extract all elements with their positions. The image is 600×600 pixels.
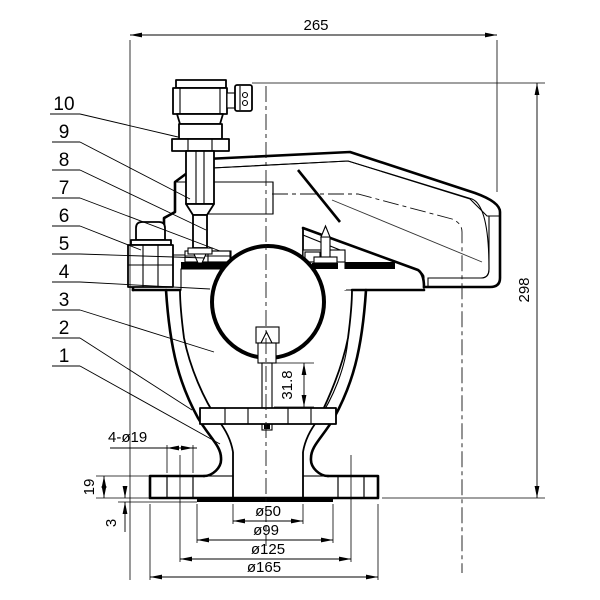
- callout-5: 5: [59, 234, 70, 255]
- outlet-centerline: [272, 193, 463, 573]
- cover-bolt-assembly: [127, 221, 174, 288]
- body-outer-left: [164, 288, 223, 478]
- vent-screw-shaft: [320, 236, 331, 259]
- arm-floor-line: [301, 226, 426, 289]
- dim-float-stem-height: 31.8: [279, 370, 296, 399]
- callout-leader: [79, 365, 221, 445]
- guide-sleeve: [257, 342, 277, 364]
- callout-leader: [79, 169, 207, 231]
- bolt-head: [135, 221, 166, 241]
- seal-bar-right: [345, 262, 395, 269]
- callout-4: 4: [59, 262, 70, 283]
- seal-bar-right-inner: [312, 263, 338, 269]
- dim-flange-thickness: 19: [81, 479, 98, 496]
- callout-leader: [79, 113, 179, 138]
- connector-knob: [234, 84, 253, 112]
- valve-stem-upper: [185, 150, 215, 205]
- dim-bolt-circle-diameter: ø125: [251, 541, 285, 558]
- flange-seg-1: [149, 475, 168, 499]
- cover-lug: [127, 244, 174, 288]
- connector-neck: [226, 92, 236, 109]
- callout-8: 8: [59, 150, 70, 171]
- orifice-shelf: [199, 407, 337, 425]
- dim-flange-diameter: ø165: [247, 559, 281, 576]
- knob-dot: [241, 91, 249, 99]
- fitting-hex-nut: [171, 138, 230, 152]
- stem-tip: [193, 253, 207, 264]
- callout-leader: [79, 337, 193, 411]
- dim-bore-diameter: ø50: [255, 503, 281, 520]
- flange-seg-3: [302, 475, 339, 499]
- pilot-valve-fitting: [171, 79, 253, 264]
- shelf-end-right: [310, 407, 337, 425]
- outlet-arm-inner: [211, 160, 490, 279]
- callout-9: 9: [59, 122, 70, 143]
- shelf-end-left: [199, 407, 226, 425]
- fitting-cap: [175, 79, 227, 89]
- dim-overall-height: 298: [516, 277, 533, 302]
- fitting-taper: [176, 113, 224, 125]
- callout-leader: [79, 253, 206, 259]
- stem-taper: [185, 203, 215, 216]
- callout-leader: [79, 225, 142, 251]
- callout-7: 7: [59, 178, 70, 199]
- fitting-block: [172, 87, 228, 115]
- seat-seals: [181, 224, 395, 269]
- body-inner-right: [302, 289, 353, 453]
- callout-leader: [79, 141, 191, 200]
- fitting-body: [178, 123, 223, 140]
- arm-right-wall: [427, 215, 501, 288]
- callout-10: 10: [53, 94, 74, 115]
- dim-bolt-holes: 4-ø19: [108, 429, 147, 446]
- dim-raised-face-height: 3: [103, 519, 120, 527]
- knob-dot: [241, 99, 249, 107]
- outlet-arm-outline: [204, 150, 502, 289]
- callout-2: 2: [59, 318, 70, 339]
- callout-1: 1: [59, 346, 70, 367]
- shelf-plate: [199, 407, 337, 425]
- stem-collar: [187, 247, 213, 255]
- centerlines: [179, 86, 463, 573]
- callout-6: 6: [59, 206, 70, 227]
- dimensions: 265 298 4-ø19 19 3 31.8 ø50: [81, 17, 545, 580]
- part-callouts: 10 9 8 7 6 5 4 3 2 1: [50, 94, 221, 445]
- flange-outline: [148, 474, 380, 500]
- passage-back-edge: [331, 199, 483, 263]
- callout-leader: [79, 309, 215, 353]
- arm-top-wall: [205, 151, 501, 217]
- main-outlines: [131, 150, 502, 502]
- callout-leader: [79, 197, 221, 252]
- guide-rod: [261, 362, 273, 431]
- dim-raised-face-diameter: ø99: [253, 522, 279, 539]
- body-outer-right: [309, 288, 368, 478]
- baffle-edge: [296, 169, 342, 223]
- bonnet-section: [163, 181, 274, 256]
- vent-screw-flange: [313, 256, 338, 264]
- raised-face: [197, 498, 333, 502]
- vent-screw-tip: [320, 224, 331, 238]
- flange-seg-2: [192, 475, 234, 499]
- arm-interior-details: [296, 169, 483, 263]
- seal-bar-left: [181, 262, 233, 269]
- body-inner-left: [179, 289, 234, 453]
- callout-leader: [79, 281, 211, 290]
- flange-seg-4: [363, 475, 379, 499]
- callout-3: 3: [59, 290, 70, 311]
- dim-overall-width: 265: [303, 17, 328, 34]
